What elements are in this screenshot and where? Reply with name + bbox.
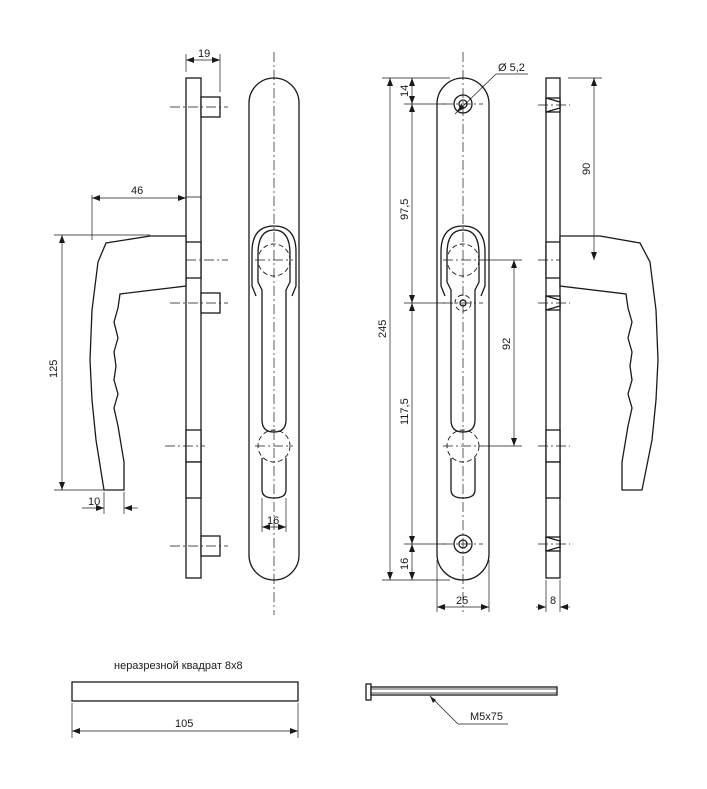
front-view-holes: Ø 5,2 245 14 97,5 117,5 16 92 25 bbox=[377, 52, 528, 612]
screw-hole-top bbox=[453, 94, 473, 114]
screw-label: M5x75 bbox=[470, 711, 503, 723]
dim-46: 46 bbox=[131, 185, 143, 197]
cylinder-block-bottom bbox=[185, 461, 202, 499]
screw-shaft bbox=[370, 686, 558, 696]
dim-125: 125 bbox=[48, 360, 60, 378]
dim-97-5: 97,5 bbox=[399, 199, 411, 220]
dim-8: 8 bbox=[550, 595, 556, 607]
dim-92: 92 bbox=[501, 338, 513, 350]
spindle-label: неразрезной квадрат 8x8 bbox=[114, 660, 243, 672]
screw-hole-bottom bbox=[453, 534, 473, 554]
spindle-bar bbox=[71, 681, 299, 702]
screw-drawing: M5x75 bbox=[365, 683, 558, 725]
side-view-right: 90 8 bbox=[536, 77, 659, 612]
dim-16-bottom: 16 bbox=[399, 558, 411, 570]
side-view-left: 19 46 125 10 bbox=[48, 48, 228, 579]
dim-25: 25 bbox=[456, 595, 468, 607]
dim-90: 90 bbox=[581, 163, 593, 175]
dim-105: 105 bbox=[175, 718, 193, 730]
handle-lever-side bbox=[89, 235, 187, 491]
right-side-plate bbox=[545, 77, 561, 579]
dim-10: 10 bbox=[88, 496, 100, 508]
dim-245: 245 bbox=[377, 320, 389, 338]
dim-117-5: 117,5 bbox=[399, 398, 411, 425]
handle-lever-right bbox=[559, 235, 659, 491]
dim-14: 14 bbox=[399, 85, 411, 97]
screw-head bbox=[365, 683, 372, 701]
dim-16-front: 16 bbox=[267, 515, 279, 527]
side-plate bbox=[185, 77, 202, 579]
front-view-plate: 16 bbox=[248, 52, 300, 615]
spindle-drawing: неразрезной квадрат 8x8 105 bbox=[71, 660, 299, 738]
dim-hole-diameter: Ø 5,2 bbox=[498, 62, 525, 74]
dim-19: 19 bbox=[198, 48, 210, 60]
